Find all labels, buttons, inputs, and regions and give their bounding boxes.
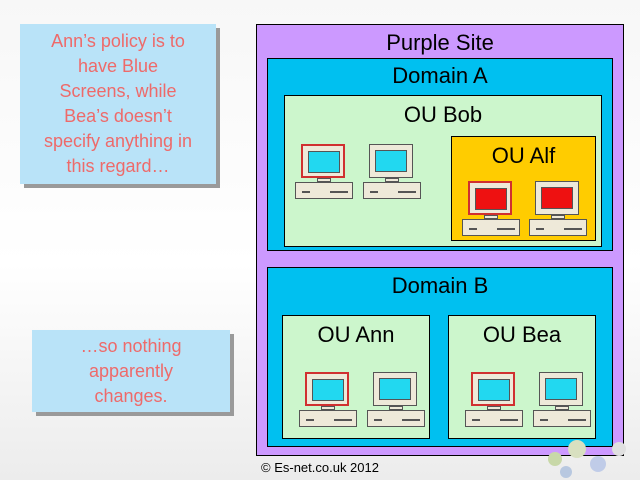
monitor [539, 372, 583, 406]
ou-bea-title: OU Bea [482, 322, 562, 347]
purple-site: Purple Site Domain A OU Bob OU Alf [256, 24, 624, 456]
decorative-bubble [548, 452, 562, 466]
domain-b-title: Domain B [391, 273, 489, 298]
screen [478, 379, 510, 401]
monitor [301, 144, 345, 178]
computer-icon [533, 372, 593, 430]
domain-a: Domain A OU Bob OU Alf [267, 58, 613, 251]
computer-icon [295, 144, 355, 202]
ou-alf-title: OU Alf [491, 143, 556, 168]
screen [375, 150, 407, 172]
screen [541, 187, 573, 209]
monitor [468, 181, 512, 215]
decorative-bubble [568, 440, 586, 458]
domain-b: Domain B OU Ann OU Bea [267, 267, 613, 447]
decorative-bubble [612, 442, 626, 456]
monitor [373, 372, 417, 406]
ou-ann-title: OU Ann [317, 322, 395, 347]
monitor [369, 144, 413, 178]
decorative-bubble [560, 466, 572, 478]
computer-icon [363, 144, 423, 202]
note-ann-policy: Ann’s policy is to have Blue Screens, wh… [20, 24, 216, 184]
ou-alf: OU Alf [451, 136, 596, 241]
screen [545, 378, 577, 400]
ou-bob: OU Bob OU Alf [284, 95, 602, 247]
screen [308, 151, 340, 173]
purple-site-title: Purple Site [386, 30, 494, 55]
screen [475, 188, 507, 210]
computer-icon [299, 372, 359, 430]
ou-bea: OU Bea [448, 315, 596, 439]
note-nothing-changes: …so nothing apparently changes. [32, 330, 230, 412]
monitor [471, 372, 515, 406]
domain-a-title: Domain A [392, 63, 488, 88]
monitor [535, 181, 579, 215]
computer-icon [529, 181, 589, 239]
decorative-bubble [590, 456, 606, 472]
ou-bob-title: OU Bob [403, 102, 483, 127]
screen [312, 379, 344, 401]
ou-ann: OU Ann [282, 315, 430, 439]
screen [379, 378, 411, 400]
computer-icon [367, 372, 427, 430]
computer-icon [462, 181, 522, 239]
copyright-footer: © Es-net.co.uk 2012 [261, 460, 379, 475]
computer-icon [465, 372, 525, 430]
monitor [305, 372, 349, 406]
